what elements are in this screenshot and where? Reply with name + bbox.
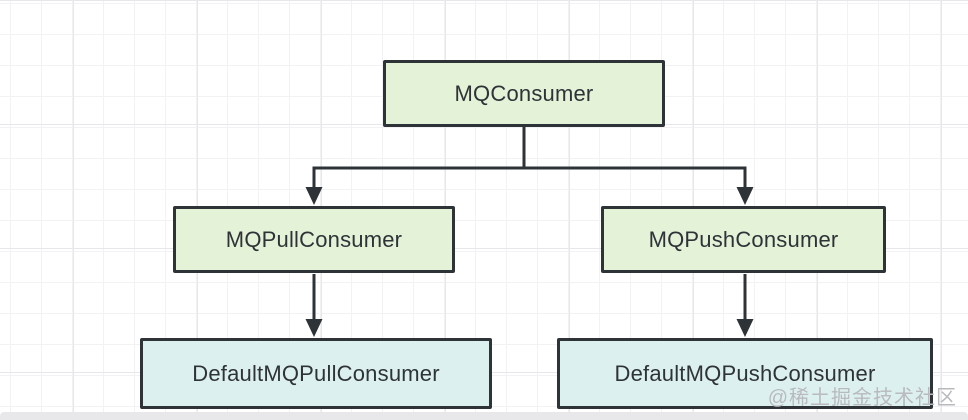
node-mqpushconsumer: MQPushConsumer [601,206,886,273]
arrowhead-to-defaultmqpullconsumer [305,319,323,337]
node-mqconsumer: MQConsumer [383,60,665,127]
arrowhead-to-defaultmqpushconsumer [736,319,754,337]
node-defaultmqpushconsumer: DefaultMQPushConsumer [557,338,933,409]
arrowhead-to-mqpullconsumer [305,187,323,205]
node-mqpullconsumer: MQPullConsumer [173,206,455,273]
node-defaultmqpullconsumer: DefaultMQPullConsumer [140,338,492,409]
arrowhead-to-mqpushconsumer [736,187,754,205]
bottom-band [0,412,968,420]
